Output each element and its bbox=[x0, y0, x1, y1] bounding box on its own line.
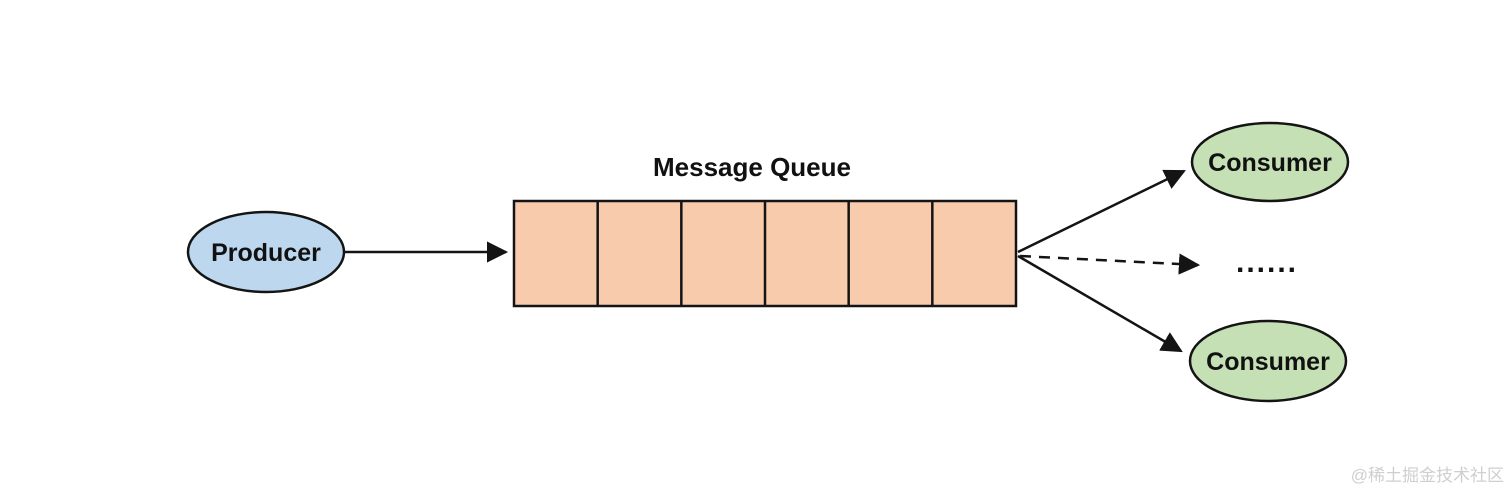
queue-cell-dividers bbox=[596, 201, 934, 306]
consumer-top-label: Consumer bbox=[1208, 149, 1332, 177]
ellipsis-dots: ...... bbox=[1236, 246, 1298, 279]
producer-ellipse bbox=[186, 210, 346, 294]
consumer-bottom-ellipse bbox=[1188, 319, 1348, 403]
consumer-bottom-label: Consumer bbox=[1206, 348, 1330, 376]
consumer-top-ellipse bbox=[1190, 121, 1350, 203]
queue-to-ellipsis-dashed-arrow bbox=[1019, 253, 1201, 275]
message-queue bbox=[512, 199, 1018, 308]
watermark: @稀土掘金技术社区 bbox=[1351, 466, 1504, 485]
consumer-bottom-node: Consumer bbox=[1188, 319, 1348, 403]
producer-node: Producer bbox=[186, 210, 346, 294]
queue-to-bottom-consumer-arrow bbox=[1017, 254, 1183, 353]
queue-title: Message Queue bbox=[653, 152, 851, 182]
producer-label: Producer bbox=[211, 239, 321, 267]
fanout-arrows bbox=[1017, 169, 1201, 353]
consumer-top-node: Consumer bbox=[1190, 121, 1350, 203]
queue-to-top-consumer-arrow bbox=[1017, 169, 1186, 254]
